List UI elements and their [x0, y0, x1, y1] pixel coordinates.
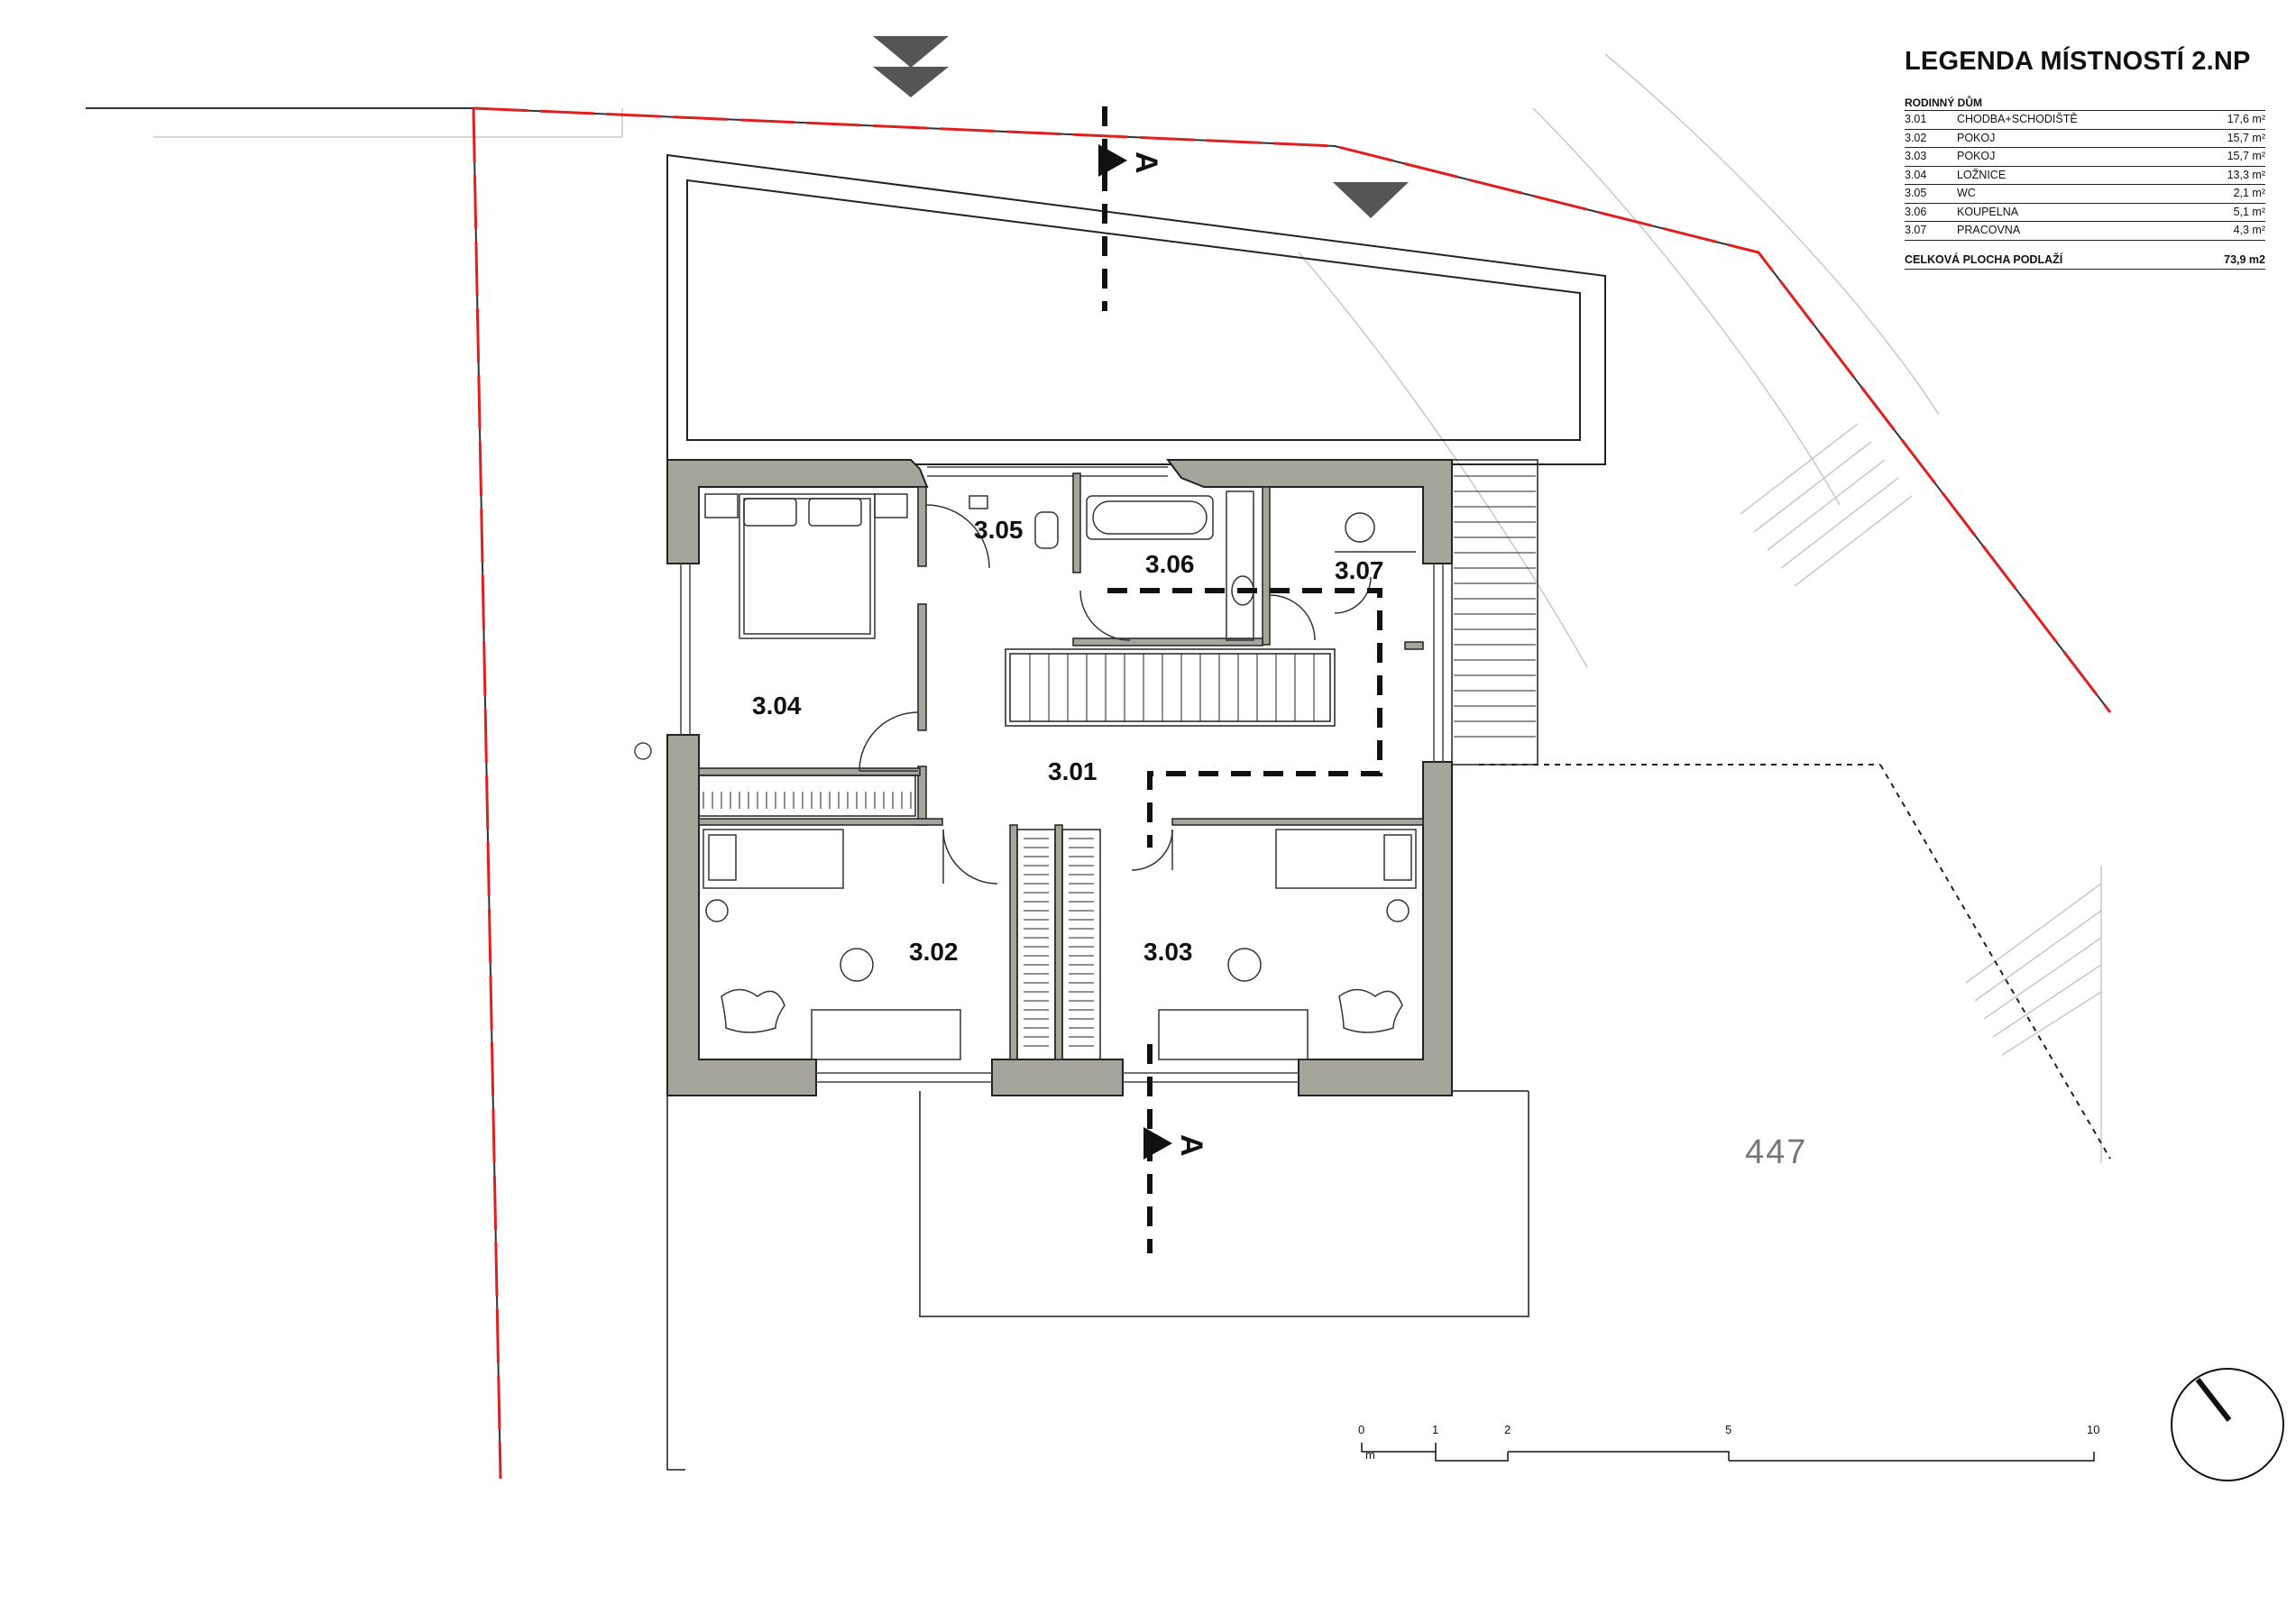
furniture [703, 493, 1417, 1060]
legend-room-code: 3.06 [1905, 205, 1927, 218]
room-label-3-07: 3.07 [1335, 556, 1384, 584]
north-arrow-icon [2171, 1368, 2284, 1481]
legend-title: LEGENDA MÍSTNOSTÍ 2.NP [1905, 47, 2251, 76]
bathroom-fixtures [969, 491, 1254, 641]
legend-room-area: 15,7 m² [2227, 131, 2265, 144]
legend-row: 3.07 PRACOVNA 4,3 m² [1905, 222, 2265, 241]
legend-row: 3.01 CHODBA+SCHODIŠTĚ 17,6 m² [1905, 111, 2265, 130]
room-label-3-05: 3.05 [974, 516, 1024, 544]
roof-overhang [666, 153, 1606, 465]
section-label-top: A [1129, 151, 1163, 174]
legend-row: 3.03 POKOJ 15,7 m² [1905, 148, 2265, 167]
legend-room-code: 3.07 [1905, 224, 1927, 236]
room-label-3-01: 3.01 [1048, 757, 1097, 785]
legend-room-area: 13,3 m² [2227, 168, 2265, 181]
legend-room-name: KOUPELNA [1957, 205, 2019, 218]
room-label-3-04: 3.04 [752, 692, 802, 720]
wardrobes [698, 775, 1101, 1060]
site-context [86, 53, 2102, 1163]
legend-room-name: POKOJ [1957, 150, 1996, 162]
room-label-3-06: 3.06 [1145, 550, 1195, 578]
plot-boundary-line [86, 106, 2112, 1480]
legend-room-name: PRACOVNA [1957, 224, 2021, 236]
legend-total-row: CELKOVÁ PLOCHA PODLAŽÍ 73,9 m2 [1905, 252, 2265, 270]
legend-section-heading: RODINNÝ DŮM [1905, 96, 2265, 111]
legend-room-code: 3.04 [1905, 168, 1927, 181]
legend-room-area: 2,1 m² [2233, 187, 2265, 199]
door-swings [859, 504, 1372, 885]
legend-room-area: 5,1 m² [2233, 205, 2265, 218]
scale-tick-5: 5 [1725, 1423, 1731, 1436]
scale-tick-1: 1 [1432, 1423, 1438, 1436]
staircase [1005, 648, 1336, 727]
legend-room-name: POKOJ [1957, 131, 1996, 144]
legend-total-value: 73,9 m2 [2224, 252, 2265, 266]
entrance-arrow-icon [873, 36, 1409, 218]
legend-room-code: 3.03 [1905, 150, 1927, 162]
legend-room-code: 3.05 [1905, 187, 1927, 199]
legend-total-label: CELKOVÁ PLOCHA PODLAŽÍ [1905, 252, 2063, 266]
legend-row: 3.06 KOUPELNA 5,1 m² [1905, 204, 2265, 222]
room-label-3-03: 3.03 [1143, 938, 1193, 966]
scale-tick-2: 2 [1504, 1423, 1511, 1436]
scale-bar [1361, 1443, 2095, 1462]
legend-row: 3.02 POKOJ 15,7 m² [1905, 130, 2265, 148]
legend-room-area: 15,7 m² [2227, 150, 2265, 162]
windows [634, 466, 1444, 1083]
scale-tick-10: 10 [2087, 1423, 2099, 1436]
scale-tick-0: 0 [1358, 1423, 1364, 1436]
stair-treads [1029, 654, 1315, 721]
legend-room-name: WC [1957, 187, 1976, 199]
exterior-stair [1451, 459, 1538, 766]
plot-number: 447 [1745, 1133, 1807, 1171]
section-markers [1098, 144, 1172, 1160]
dashed-guides [1479, 764, 2111, 1160]
legend-room-code: 3.01 [1905, 113, 1927, 125]
legend-room-name: CHODBA+SCHODIŠTĚ [1957, 113, 2078, 125]
legend-room-name: LOŽNICE [1957, 168, 2007, 181]
exterior-stair-treads [1454, 475, 1536, 738]
legend-row: 3.05 WC 2,1 m² [1905, 185, 2265, 204]
wardrobe-hatching [703, 792, 1094, 1047]
legend-room-code: 3.02 [1905, 131, 1927, 144]
legend-room-area: 4,3 m² [2233, 224, 2265, 236]
room-label-3-02: 3.02 [909, 938, 959, 966]
scale-unit: m [1365, 1448, 1375, 1462]
terrace-outline [666, 1082, 1529, 1471]
section-label-bottom: A [1174, 1134, 1208, 1157]
legend-row: 3.04 LOŽNICE 13,3 m² [1905, 167, 2265, 185]
legend-room-area: 17,6 m² [2227, 113, 2265, 125]
